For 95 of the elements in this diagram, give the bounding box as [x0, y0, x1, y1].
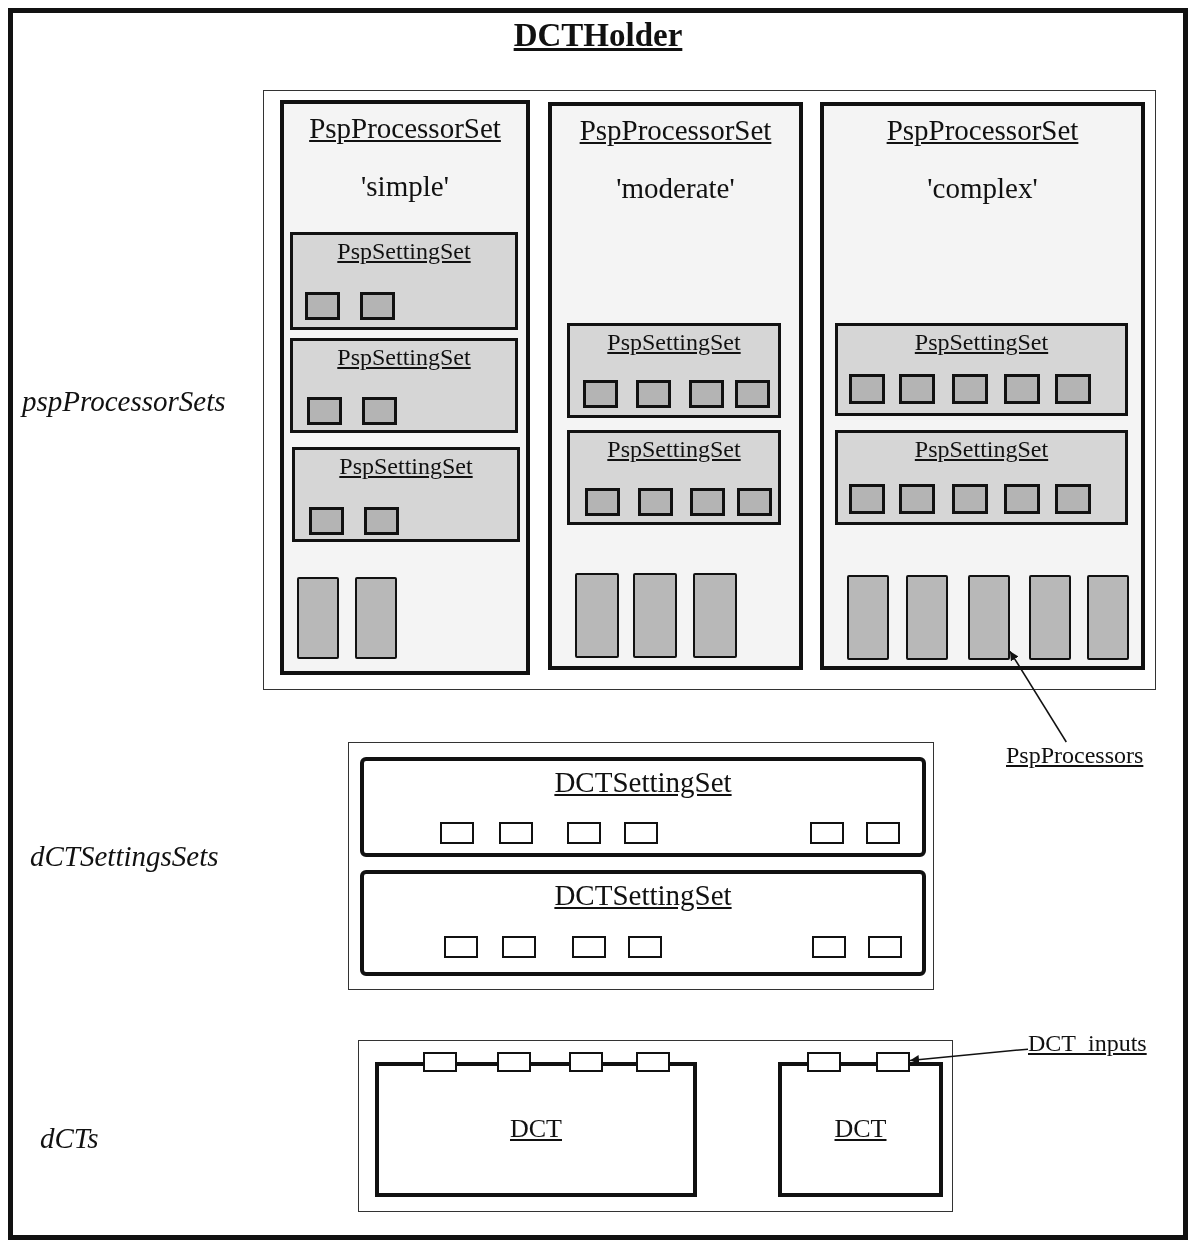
setting-box: [307, 397, 342, 425]
setting-box: [624, 822, 658, 844]
setting-box: [737, 488, 772, 516]
setting-box: [690, 488, 725, 516]
box-title: PspProcessorSet: [885, 114, 1080, 147]
input-box: [423, 1052, 457, 1072]
setting-box: [899, 374, 935, 404]
setting-set-box: [292, 447, 520, 542]
set-name: 'simple': [360, 170, 450, 203]
setting-box: [849, 484, 885, 514]
set-name: 'complex': [926, 172, 1039, 205]
setting-box: [812, 936, 846, 958]
setting-box: [868, 936, 902, 958]
processor-bar: [1087, 575, 1129, 660]
box-title: PspSettingSet: [606, 329, 742, 356]
group-label: dCTSettingsSets: [30, 840, 219, 873]
setting-box: [440, 822, 474, 844]
setting-box: [502, 936, 536, 958]
setting-set-box: [290, 232, 518, 330]
setting-box: [1004, 484, 1040, 514]
processor-bar: [906, 575, 948, 660]
input-box: [636, 1052, 670, 1072]
setting-box: [849, 374, 885, 404]
setting-set-box: [835, 323, 1128, 416]
processor-bar: [968, 575, 1010, 660]
box-title: DCT: [509, 1114, 563, 1144]
setting-box: [735, 380, 770, 408]
leader-line: [1009, 650, 1068, 743]
setting-box: [952, 374, 988, 404]
setting-box: [810, 822, 844, 844]
dct-box: [778, 1062, 943, 1197]
setting-set-box: [360, 870, 926, 976]
box-title: PspSettingSet: [336, 238, 472, 265]
setting-box: [628, 936, 662, 958]
box-title: DCTSettingSet: [553, 766, 733, 799]
box-title: PspSettingSet: [606, 436, 742, 463]
leader-line: [909, 1048, 1029, 1064]
setting-set-box: [567, 430, 781, 525]
setting-box: [866, 822, 900, 844]
processor-set-box: [548, 102, 803, 670]
input-box: [876, 1052, 910, 1072]
box-title: DCT: [833, 1114, 888, 1144]
input-box: [569, 1052, 603, 1072]
setting-box: [309, 507, 344, 535]
box-title: DCTHolder: [512, 17, 684, 54]
dct-box: [375, 1062, 697, 1197]
callout-label: DCT_inputs: [1028, 1030, 1147, 1057]
setting-box: [583, 380, 618, 408]
box-title: PspProcessorSet: [308, 112, 502, 145]
box-title: PspSettingSet: [338, 453, 474, 480]
setting-box: [638, 488, 673, 516]
setting-box: [444, 936, 478, 958]
setting-box: [567, 822, 601, 844]
processor-bar: [633, 573, 677, 658]
setting-box: [499, 822, 533, 844]
group-box: [348, 742, 934, 990]
setting-box: [1055, 374, 1091, 404]
setting-box: [1004, 374, 1040, 404]
setting-box: [1055, 484, 1091, 514]
processor-bar: [693, 573, 737, 658]
setting-box: [636, 380, 671, 408]
setting-box: [572, 936, 606, 958]
box-title: PspSettingSet: [336, 344, 472, 371]
setting-box: [360, 292, 395, 320]
set-name: 'moderate': [615, 172, 736, 205]
processor-bar: [297, 577, 339, 659]
setting-box: [899, 484, 935, 514]
processor-set-box: [280, 100, 530, 675]
input-box: [807, 1052, 841, 1072]
processor-set-box: [820, 102, 1145, 670]
box-title: PspProcessorSet: [578, 114, 773, 147]
setting-box: [362, 397, 397, 425]
setting-box: [305, 292, 340, 320]
processor-bar: [355, 577, 397, 659]
setting-set-box: [567, 323, 781, 418]
setting-set-box: [290, 338, 518, 433]
setting-box: [952, 484, 988, 514]
group-label: dCTs: [40, 1122, 99, 1155]
setting-set-box: [835, 430, 1128, 525]
group-box: [263, 90, 1156, 690]
setting-set-box: [360, 757, 926, 857]
setting-box: [689, 380, 724, 408]
processor-bar: [1029, 575, 1071, 660]
input-box: [497, 1052, 531, 1072]
box-title: PspSettingSet: [913, 329, 1050, 356]
callout-label: PspProcessors: [1006, 742, 1144, 769]
frame-box: [8, 8, 1188, 1240]
processor-bar: [847, 575, 889, 660]
group-label: pspProcessorSets: [22, 385, 226, 418]
setting-box: [364, 507, 399, 535]
setting-box: [585, 488, 620, 516]
box-title: PspSettingSet: [913, 436, 1050, 463]
processor-bar: [575, 573, 619, 658]
box-title: DCTSettingSet: [553, 879, 733, 912]
group-box: [358, 1040, 953, 1212]
